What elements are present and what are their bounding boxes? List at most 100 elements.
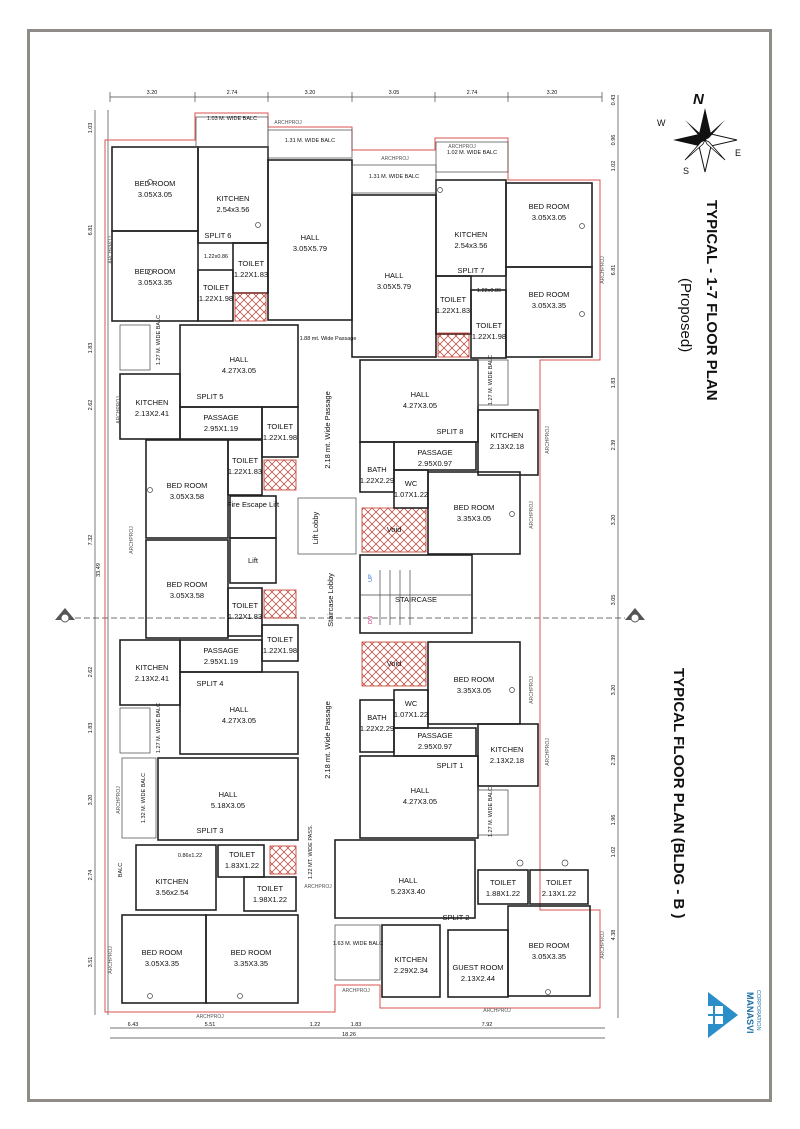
room-wc-1-dim: 1.07X1.22: [394, 490, 428, 499]
top-dimensions: 3.20 2.74 3.20 3.05 2.74 3.20: [109, 90, 603, 102]
room-bedroom-8: BED ROOM: [454, 675, 495, 684]
room-toilet-12-dim: 2.13X1.22: [542, 889, 576, 898]
label-balc-9: 1.32 M. WIDE BALC: [141, 773, 147, 823]
right-dim-10: 2.39: [611, 755, 617, 766]
title-proposed: (Proposed): [677, 278, 694, 352]
room-guest-room-dim: 2.13X2.44: [461, 974, 495, 983]
label-passage-122: 1.22 MT. WIDE PASS.: [308, 824, 314, 879]
compass-e: E: [735, 148, 741, 158]
room-hall-5: HALL: [411, 786, 430, 795]
bottom-dimensions: 6.43 5.51 1.22 1.83 7.92 18.26: [110, 1022, 605, 1039]
core-lifts-stair: Fire Escape Lift Lift BED ROOM 3.05X3.58…: [145, 391, 473, 662]
room-hall-7: HALL: [219, 790, 238, 799]
label-balc-2: 1.31 M. WIDE BALC: [285, 138, 335, 144]
room-kitchen-4: KITCHEN: [491, 431, 524, 440]
right-dim-4: 6.81: [611, 265, 617, 276]
room-hall-4-dim: 4.27X3.05: [403, 401, 437, 410]
room-bedroom-4-dim: 3.05X3.35: [532, 301, 566, 310]
room-toilet-3-dim: 1.22X1.83: [436, 306, 470, 315]
archproj-tag-12: ARCHPROJ: [116, 786, 122, 814]
compass-rose: N S E W: [657, 91, 741, 176]
label-dn: DN: [368, 616, 374, 624]
label-staircase: STAIRCASE: [395, 595, 437, 604]
room-kitchen-8-dim: 2.29X2.34: [394, 966, 428, 975]
room-bedroom-6-dim: 3.05X3.58: [170, 591, 204, 600]
room-hall-8: HALL: [399, 876, 418, 885]
room-toilet-1: TOILET: [238, 259, 265, 268]
company-logo: MANASVI CORPORATION: [705, 990, 761, 1038]
left-dim-9: 2.74: [88, 870, 94, 881]
archproj-tag-10: ARCHPROJ: [529, 676, 535, 704]
room-toilet-5: TOILET: [267, 422, 294, 431]
room-guest-room: GUEST ROOM: [452, 963, 503, 972]
mid-right-flat-split8: HALL 4.27X3.05 SPLIT 8 1.27 M. WIDE BALC…: [359, 355, 539, 555]
room-bedroom-7-dim: 3.35X3.05: [457, 514, 491, 523]
label-balc-1: 1.03 M. WIDE BALC: [207, 116, 257, 122]
lower-right-flat-split2: HALL 5.23X3.40 SPLIT 2 1.63 M. WIDE BALC…: [333, 839, 591, 998]
room-hall-2: HALL: [385, 271, 404, 280]
room-bedroom-11: BED ROOM: [529, 941, 570, 950]
room-toilet-6-dim: 1.22X1.83: [228, 467, 262, 476]
label-split-5: SPLIT 5: [197, 392, 224, 401]
label-small-dim-1: 1.22x0.86: [204, 254, 228, 260]
label-balc-5: 1.27 M. WIDE BALC: [156, 315, 162, 365]
room-kitchen-7-dim: 3.56x2.54: [156, 888, 189, 897]
label-passage-218-top: 2.18 mt. Wide Passage: [323, 391, 332, 469]
archproj-tag-6: ARCHPROJ: [116, 396, 122, 424]
room-bedroom-7: BED ROOM: [454, 503, 495, 512]
room-toilet-10-dim: 1.98X1.22: [253, 895, 287, 904]
room-bedroom-6: BED ROOM: [167, 580, 208, 589]
room-bedroom-11-dim: 3.05X3.35: [532, 952, 566, 961]
room-bedroom-1-dim: 3.05X3.05: [138, 190, 172, 199]
room-hall-5-dim: 4.27X3.05: [403, 797, 437, 806]
room-kitchen-5-dim: 2.13X2.18: [490, 756, 524, 765]
archproj-tag-7: ARCHPROJ: [129, 526, 135, 554]
top-dim-2: 2.74: [227, 90, 238, 96]
left-dimensions: 33.49 1.03 6.81 1.83 2.62 7.32 2.62 1.83…: [88, 110, 109, 1015]
label-split-7: SPLIT 7: [458, 266, 485, 275]
right-dim-7: 3.20: [611, 515, 617, 526]
drawing-sheet: 3.20 2.74 3.20 3.05 2.74 3.20 6.43 5.51 …: [27, 29, 772, 1102]
room-passage-2: PASSAGE: [417, 448, 452, 457]
room-bedroom-10-dim: 3.35X3.35: [234, 959, 268, 968]
left-dim-5: 7.32: [88, 535, 94, 546]
room-kitchen-4-dim: 2.13X2.18: [490, 442, 524, 451]
left-dim-6: 2.62: [88, 667, 94, 678]
bottom-dim-4: 1.83: [351, 1022, 362, 1028]
bottom-dim-5: 7.92: [482, 1022, 493, 1028]
right-dim-5: 1.83: [611, 378, 617, 389]
archproj-tag-16: ARCHPROJ: [483, 1008, 511, 1014]
room-passage-1-dim: 2.95X1.19: [204, 424, 238, 433]
room-toilet-12: TOILET: [546, 878, 573, 887]
room-hall-3-dim: 4.27X3.05: [222, 366, 256, 375]
label-void-2: Void: [387, 659, 402, 668]
archproj-tag-17: ARCHPROJ: [600, 931, 606, 959]
room-kitchen-3-dim: 2.13X2.41: [135, 409, 169, 418]
top-dim-3: 3.20: [305, 90, 316, 96]
room-toilet-8: TOILET: [267, 635, 294, 644]
room-toilet-8-dim: 1.22X1.98: [263, 646, 297, 655]
archproj-tag-1: ARCHPROJ: [274, 120, 302, 126]
room-kitchen-6-dim: 2.13X2.41: [135, 674, 169, 683]
top-dim-5: 2.74: [467, 90, 478, 96]
upper-left-flat: BED ROOM 3.05X3.05 BED ROOM 3.05X3.35 KI…: [111, 116, 353, 322]
room-toilet-2: TOILET: [203, 283, 230, 292]
overall-width: 18.26: [342, 1032, 356, 1038]
title-typical-1-7: TYPICAL - 1-7 FLOOR PLAN: [703, 200, 720, 401]
label-split-3: SPLIT 3: [197, 826, 224, 835]
archproj-tag-11: ARCHPROJ: [545, 738, 551, 766]
room-bedroom-2-dim: 3.05X3.35: [138, 278, 172, 287]
room-bedroom-1: BED ROOM: [135, 179, 176, 188]
label-balc-6: 1.27 M. WIDE BALC: [488, 355, 494, 405]
left-dim-10: 3.51: [88, 957, 94, 968]
room-toilet-2-dim: 1.22X1.98: [199, 294, 233, 303]
overall-height: 33.49: [96, 563, 102, 577]
room-hall-6-dim: 4.27X3.05: [222, 716, 256, 725]
label-balc-4: 1.31 M. WIDE BALC: [369, 174, 419, 180]
room-kitchen-8: KITCHEN: [395, 955, 428, 964]
archproj-tag-9: ARCHPROJ: [545, 426, 551, 454]
label-lift: Lift: [248, 556, 259, 565]
label-staircase-lobby: Staircase Lobby: [326, 573, 335, 627]
room-kitchen-6: KITCHEN: [136, 663, 169, 672]
room-toilet-9: TOILET: [229, 850, 256, 859]
